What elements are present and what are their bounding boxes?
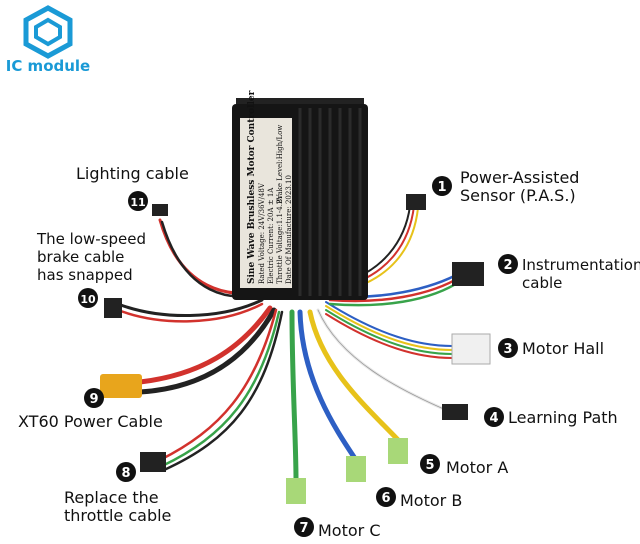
callout-10: 10 The low-speed brake cable has snapped: [36, 230, 146, 308]
svg-text:3: 3: [503, 342, 512, 357]
plate-line-6: Date Of Manufacture: 2023.10: [285, 175, 293, 284]
callout-11: 11 Lighting cable: [76, 164, 189, 211]
wire-harness: [116, 205, 464, 483]
svg-text:7: 7: [299, 521, 308, 536]
svg-text:5: 5: [425, 458, 434, 473]
svg-text:XT60 Power Cable: XT60 Power Cable: [18, 412, 163, 431]
svg-text:6: 6: [381, 491, 390, 506]
svg-text:2: 2: [503, 258, 512, 273]
motor-a-terminal: [388, 438, 408, 464]
svg-text:Instrumentation: Instrumentation: [522, 256, 640, 274]
svg-text:1: 1: [437, 180, 446, 195]
callout-4: 4 Learning Path: [484, 407, 618, 427]
svg-text:cable: cable: [522, 274, 562, 292]
svg-text:Replace the: Replace the: [64, 488, 159, 507]
brake-connector: [104, 298, 122, 318]
plate-line-4: Throttle Voltage:1.1-4.2V: [276, 194, 284, 284]
svg-text:throttle cable: throttle cable: [64, 506, 171, 525]
connectors: [100, 194, 491, 504]
brand-name: IC module: [6, 57, 90, 75]
plate-line-2: Rated Voltage: 24V/36V/48V: [258, 182, 266, 284]
svg-text:has snapped: has snapped: [37, 266, 133, 284]
svg-text:Motor A: Motor A: [446, 458, 508, 477]
plate-line-1: Sine Wave Brushless Motor Controller: [247, 90, 257, 284]
callout-8: 8 Replace the throttle cable: [64, 462, 171, 525]
callout-3: 3 Motor Hall: [498, 338, 604, 358]
svg-text:Motor Hall: Motor Hall: [522, 339, 604, 358]
svg-text:Power-Assisted: Power-Assisted: [460, 168, 579, 187]
svg-text:brake cable: brake cable: [37, 248, 124, 266]
callout-7: 7 Motor C: [294, 517, 381, 540]
callout-9: 9 XT60 Power Cable: [18, 388, 163, 431]
motor-b-terminal: [346, 456, 366, 482]
svg-text:The low-speed: The low-speed: [36, 230, 146, 248]
svg-text:Learning Path: Learning Path: [508, 408, 618, 427]
callout-2: 2 Instrumentation cable: [498, 254, 640, 292]
svg-text:11: 11: [130, 196, 145, 209]
hall-connector: [451, 333, 491, 365]
learning-connector: [442, 404, 468, 420]
svg-text:Lighting cable: Lighting cable: [76, 164, 189, 183]
motor-c-terminal: [286, 478, 306, 504]
svg-text:4: 4: [489, 411, 498, 426]
hexagon-logo-icon: [23, 5, 73, 59]
instrumentation-connector: [452, 262, 484, 286]
controller-box: Sine Wave Brushless Motor Controller Rat…: [232, 90, 368, 300]
plate-line-3: Electric Current: 20A ± 1A: [267, 187, 275, 284]
spec-plate: [240, 118, 292, 288]
pas-connector: [406, 194, 426, 210]
svg-text:8: 8: [121, 466, 130, 481]
svg-text:Sensor (P.A.S.): Sensor (P.A.S.): [460, 186, 576, 205]
callout-5: 5 Motor A: [420, 454, 508, 477]
svg-text:Motor C: Motor C: [318, 521, 381, 540]
callout-6: 6 Motor B: [376, 487, 462, 510]
plate-line-5: Brake Level:High/Low: [276, 125, 284, 204]
xt60-connector: [100, 374, 142, 398]
callout-1: 1 Power-Assisted Sensor (P.A.S.): [432, 168, 579, 205]
throttle-connector: [140, 452, 166, 472]
svg-text:Motor B: Motor B: [400, 491, 462, 510]
svg-text:9: 9: [89, 392, 98, 407]
lighting-connector: [152, 204, 168, 216]
svg-text:10: 10: [80, 293, 96, 306]
